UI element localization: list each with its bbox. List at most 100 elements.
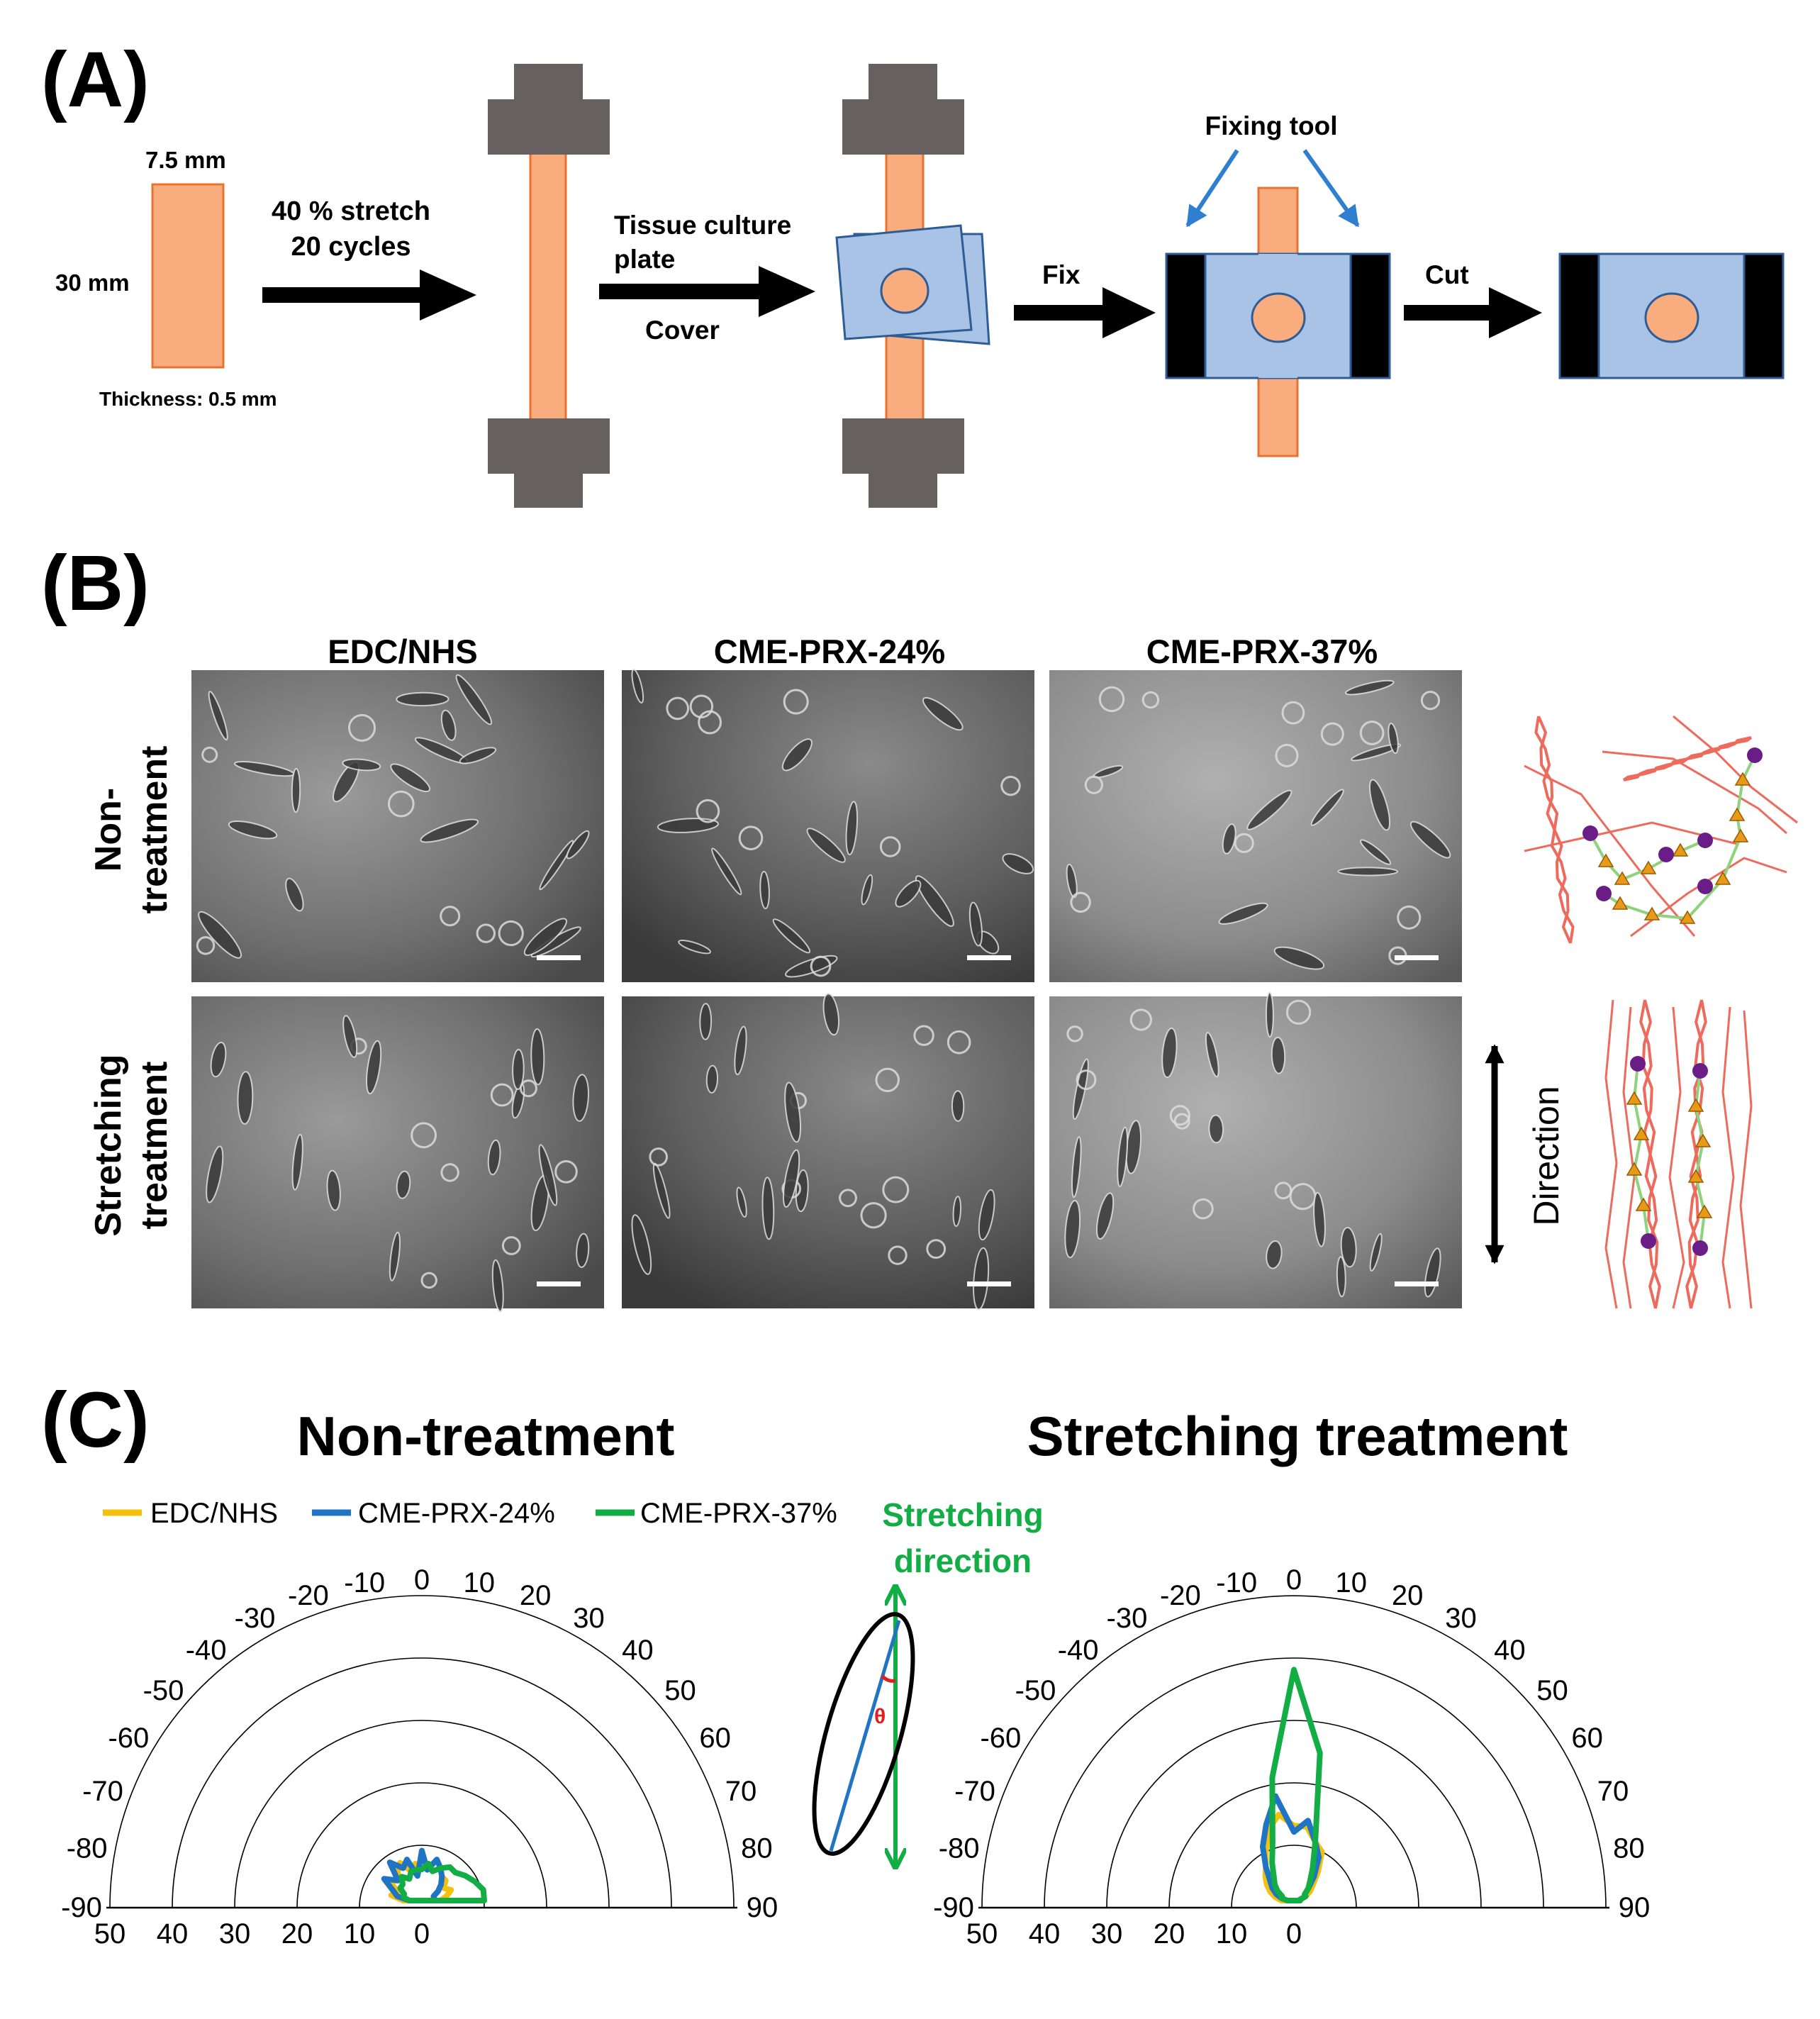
cell <box>420 1272 437 1289</box>
angle-tick-label: 30 <box>573 1603 605 1634</box>
radial-tick-label: 10 <box>1216 1918 1248 1950</box>
cyclodextrin-ring <box>1729 807 1746 821</box>
angle-tick-label: -20 <box>1160 1580 1201 1611</box>
step1-line1: 40 % stretch <box>272 196 430 226</box>
cell <box>390 763 431 792</box>
angle-tick-label: 10 <box>1336 1567 1368 1598</box>
cell <box>201 746 218 763</box>
angle-tick-label: 20 <box>1392 1580 1424 1611</box>
column-header-prx24: CME-PRX-24% <box>714 633 945 670</box>
legend: EDC/NHS CME-PRX-24% CME-PRX-37% <box>103 1498 837 1529</box>
cell <box>1169 1105 1191 1126</box>
cell <box>487 1139 501 1176</box>
top-clamp <box>488 64 610 155</box>
cell <box>839 1189 857 1208</box>
angle-tick-label: 90 <box>1619 1892 1651 1923</box>
micrograph-edc-non <box>191 670 604 982</box>
cyclodextrin-ring <box>1626 1091 1643 1105</box>
cell <box>1320 722 1344 746</box>
sample-strip <box>151 183 225 369</box>
stopper-sphere <box>1582 825 1598 841</box>
cyclodextrin-ring <box>1640 860 1657 874</box>
cell <box>1066 863 1078 899</box>
cell <box>1161 1028 1178 1079</box>
dim-thickness: Thickness: 0.5 mm <box>99 388 277 410</box>
cell <box>631 1214 652 1275</box>
cell <box>711 847 742 896</box>
cell <box>501 1236 521 1255</box>
cell <box>285 877 304 912</box>
radial-grid-ring <box>1106 1720 1482 1908</box>
cell <box>1129 1008 1153 1031</box>
scale-bar <box>1395 1281 1439 1286</box>
cell <box>952 1196 962 1228</box>
cell <box>1359 839 1392 865</box>
cell <box>699 1003 713 1040</box>
cell <box>1285 999 1312 1025</box>
radial-tick-label: 30 <box>1091 1918 1123 1950</box>
scale-bar <box>967 1281 1011 1286</box>
cyclodextrin-ring <box>1734 772 1751 786</box>
cell <box>860 1202 887 1229</box>
cell <box>845 801 859 856</box>
micrograph-grid <box>191 669 1462 1313</box>
cell <box>861 874 873 906</box>
radial-tick-label: 10 <box>344 1918 376 1950</box>
cell <box>291 767 301 813</box>
cell <box>1066 1025 1083 1042</box>
fixing-tool-left <box>1165 252 1207 379</box>
cell <box>784 1081 802 1143</box>
angle-tick-label: -50 <box>1015 1675 1056 1706</box>
radial-grid-ring <box>1231 1845 1357 1908</box>
step2-line3: Cover <box>645 316 720 345</box>
cell <box>576 1233 590 1268</box>
angle-tick-label: -30 <box>235 1603 276 1634</box>
cell <box>1368 779 1391 831</box>
cyclodextrin-ring <box>1614 871 1631 885</box>
angle-tick-label: -70 <box>82 1776 123 1807</box>
collagen-fiber <box>1739 1010 1753 1309</box>
micrograph-prx37-non <box>1049 670 1462 982</box>
angle-tick-label: 20 <box>520 1580 552 1611</box>
angle-tick-label: 10 <box>464 1567 496 1598</box>
cell <box>1173 1113 1190 1130</box>
cell <box>1275 743 1299 767</box>
angle-tick-label: -60 <box>980 1723 1021 1754</box>
cell <box>696 799 720 823</box>
angle-tick-label: -40 <box>1058 1635 1099 1666</box>
cell <box>1064 1199 1081 1259</box>
angle-tick-label: 50 <box>664 1675 696 1706</box>
cell <box>738 825 764 850</box>
cell <box>389 1231 401 1281</box>
cell <box>781 738 813 772</box>
step1-arrow <box>262 269 476 321</box>
cell <box>530 1028 545 1086</box>
step4-arrow <box>1404 287 1542 338</box>
angle-tick-label: 60 <box>1571 1723 1603 1754</box>
cell <box>519 1079 537 1098</box>
collagen-fibril <box>1639 999 1661 1309</box>
cell <box>631 669 644 703</box>
radial-grid-ring <box>1044 1657 1544 1908</box>
radial-tick-label: 50 <box>94 1918 126 1950</box>
column-header-prx37: CME-PRX-37% <box>1146 633 1378 670</box>
network-schematic-random <box>1524 715 1798 944</box>
cell <box>806 828 846 863</box>
cyclodextrin-ring <box>1633 1126 1650 1140</box>
angle-tick-label: -10 <box>1216 1567 1257 1598</box>
cell <box>783 689 809 715</box>
cell <box>678 939 711 955</box>
row-label-non-1: Non- <box>88 788 129 872</box>
cell <box>1070 891 1091 913</box>
angle-tick-label: -50 <box>143 1675 184 1706</box>
legend-label-edc: EDC/NHS <box>150 1498 278 1529</box>
radial-tick-label: 20 <box>1154 1918 1185 1950</box>
cell <box>396 1170 411 1199</box>
step3-arrow <box>1014 287 1156 338</box>
radial-grid-ring <box>172 1657 672 1908</box>
cyclodextrin-ring <box>1672 842 1689 857</box>
panel-c-label: (C) <box>41 1376 150 1464</box>
panel-b: (B) EDC/NHS CME-PRX-24% CME-PRX-37% Non-… <box>41 540 1798 1313</box>
panel-b-label: (B) <box>41 540 150 627</box>
